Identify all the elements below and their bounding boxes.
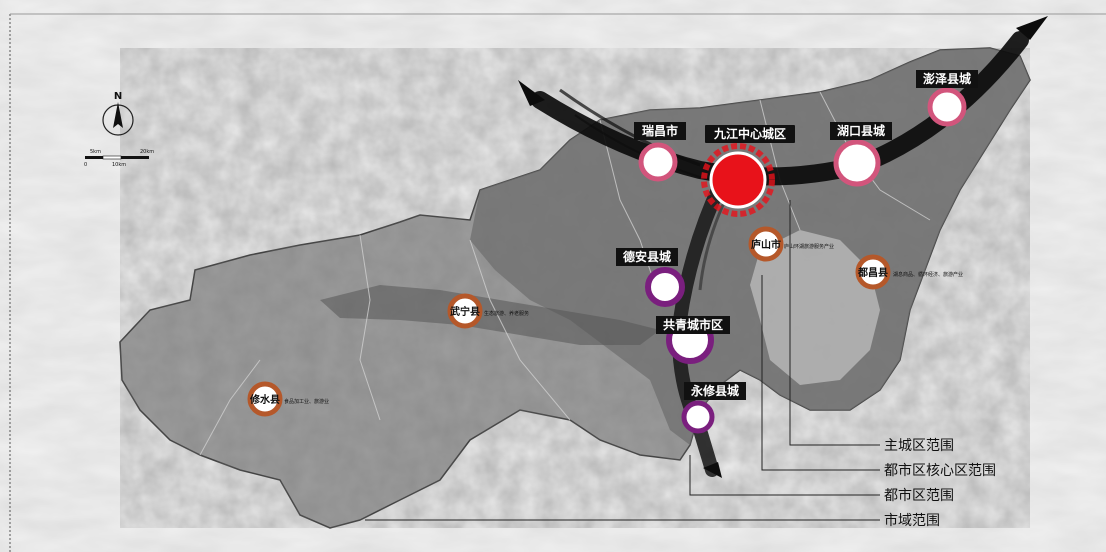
scale-label-10km: 10km xyxy=(112,162,126,168)
county-boundaries xyxy=(199,91,931,456)
arrow-south xyxy=(703,462,722,478)
label-gongqing: 共青城市区 xyxy=(663,317,723,332)
node-jiujiang xyxy=(701,125,795,217)
label-pengze: 澎泽县城 xyxy=(923,71,971,86)
node-dean xyxy=(616,248,685,307)
label-hukou: 湖口县城 xyxy=(837,123,885,138)
node-gongqing xyxy=(656,316,730,364)
node-xiushui xyxy=(247,381,283,417)
node-ruichang xyxy=(634,122,686,182)
label-ruichang: 瑞昌市 xyxy=(642,123,678,138)
legend-city: 市域范围 xyxy=(884,512,940,529)
leader-main-city xyxy=(789,200,880,446)
label-dean: 德安县城 xyxy=(623,249,671,264)
desc-xiushui: 食品加工业、旅游业 xyxy=(284,398,329,405)
label-yongxiu: 永修县城 xyxy=(690,383,739,398)
leader-metro xyxy=(689,455,880,496)
label-duchang: 都昌县 xyxy=(857,266,888,279)
desc-duchang: 湖息商品、循环经济、旅游产业 xyxy=(893,271,963,278)
node-lushan xyxy=(748,226,784,262)
label-lushan: 庐山市 xyxy=(751,238,781,251)
node-hukou xyxy=(830,122,892,187)
scale-bar xyxy=(85,155,149,160)
scale-label-20km: 20km xyxy=(140,149,154,155)
scale-label-0: 0 xyxy=(84,162,87,168)
north-label: N xyxy=(114,91,122,102)
scale-label-5km: 5km xyxy=(90,149,101,155)
desc-wuning: 生态旅游、养老服务 xyxy=(484,310,529,317)
legend-main-city: 主城区范围 xyxy=(884,437,954,454)
label-jiujiang: 九江中心城区 xyxy=(713,126,786,141)
brush-stroke-1 xyxy=(559,88,701,167)
legend-metro-core: 都市区核心区范围 xyxy=(884,462,996,479)
desc-lushan: 庐山环湖旅游服务产业 xyxy=(784,243,834,250)
legend-leaders xyxy=(365,200,880,521)
node-wuning xyxy=(447,293,483,329)
node-pengze xyxy=(916,70,978,127)
label-xiushui: 修水县 xyxy=(249,393,280,406)
node-yongxiu xyxy=(681,382,746,434)
legend-metro: 都市区范围 xyxy=(884,487,954,504)
lake-area xyxy=(750,230,880,385)
mountain-ridge xyxy=(320,285,660,345)
leader-metro-core xyxy=(761,275,880,471)
north-arrow-icon xyxy=(102,102,134,136)
label-wuning: 武宁县 xyxy=(450,305,480,318)
node-duchang xyxy=(855,254,891,290)
arrow-west xyxy=(518,80,545,106)
arrow-east xyxy=(1016,16,1048,40)
